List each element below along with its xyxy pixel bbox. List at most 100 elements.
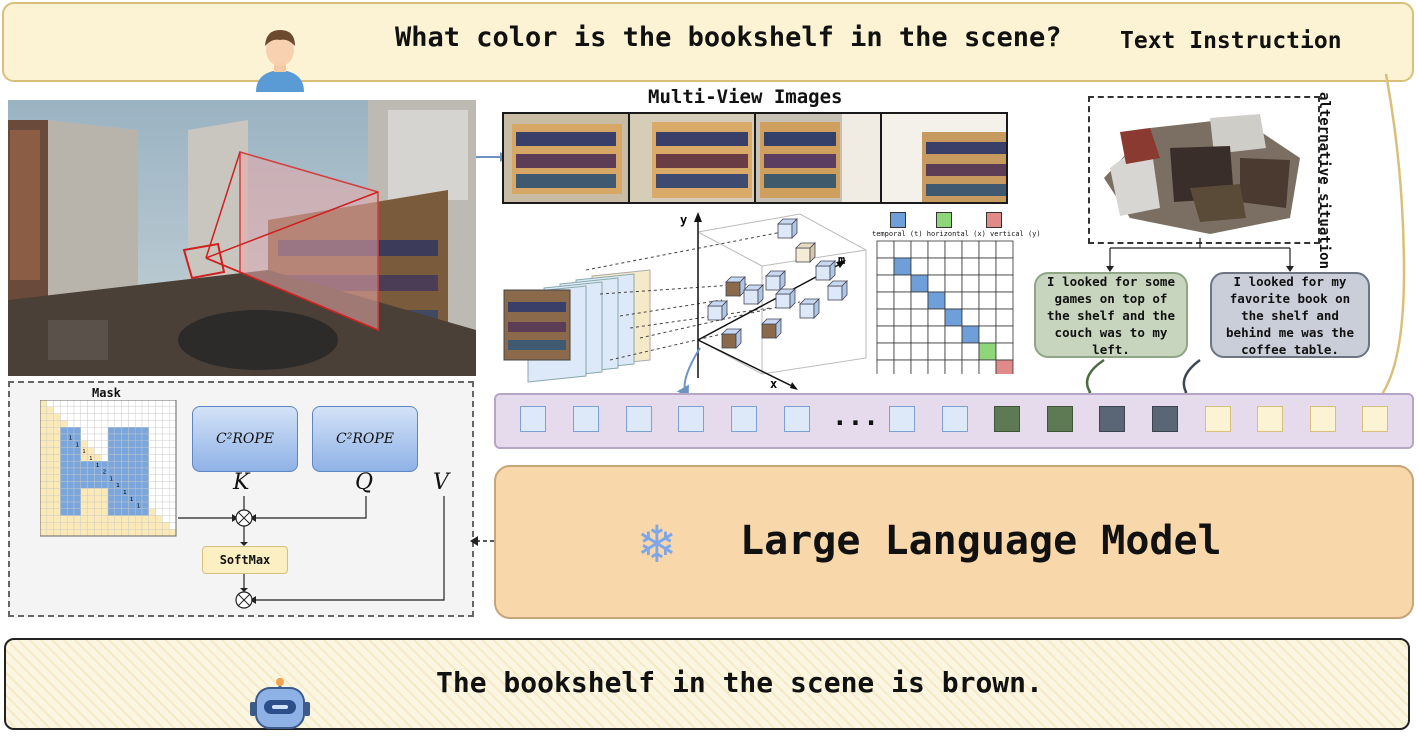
mask-cell bbox=[128, 400, 136, 408]
grid-cell bbox=[995, 291, 1014, 310]
text-token bbox=[1257, 406, 1283, 432]
mask-cell bbox=[134, 528, 143, 537]
mask-cell bbox=[134, 420, 143, 428]
mask-cell bbox=[67, 440, 75, 448]
mask-cell bbox=[141, 454, 150, 462]
mask-cell bbox=[101, 440, 109, 448]
mask-cell bbox=[101, 528, 109, 537]
mask-cell bbox=[148, 528, 156, 537]
mask-cell bbox=[128, 481, 136, 489]
mask-cell bbox=[107, 501, 116, 510]
view-1 bbox=[504, 114, 628, 202]
mask-cell bbox=[148, 481, 156, 489]
vertical-swatch bbox=[986, 212, 1002, 228]
mask-cell bbox=[162, 420, 170, 428]
mask-cell bbox=[134, 413, 143, 421]
mask-cell bbox=[128, 515, 136, 523]
mask-cell bbox=[107, 494, 116, 503]
mask-digit: 2 bbox=[103, 470, 106, 476]
mask-cell bbox=[80, 420, 88, 428]
mask-cell bbox=[121, 528, 129, 537]
mask-cell bbox=[94, 481, 102, 489]
position-id-grid bbox=[876, 240, 1014, 374]
scene-render bbox=[8, 100, 476, 376]
mask-cell bbox=[94, 413, 102, 421]
mask-cell bbox=[162, 528, 170, 537]
mask-cell bbox=[87, 522, 95, 530]
grid-cell bbox=[978, 240, 997, 259]
mask-cell bbox=[162, 427, 170, 435]
mask-cell bbox=[168, 433, 177, 442]
mask-cell bbox=[87, 515, 95, 523]
mask-cell bbox=[53, 501, 61, 510]
mask-cell bbox=[107, 461, 116, 469]
mask-cell bbox=[80, 481, 88, 489]
grid-cell bbox=[961, 257, 980, 276]
mask-digit: 1 bbox=[123, 490, 126, 496]
mask-cell bbox=[155, 522, 163, 530]
multiply-icon bbox=[235, 509, 253, 527]
mask-cell bbox=[73, 447, 82, 455]
mask-cell bbox=[121, 467, 129, 476]
mask-cell bbox=[128, 501, 136, 510]
mask-cell bbox=[114, 508, 122, 516]
grid-cell bbox=[995, 342, 1014, 361]
mask-cell bbox=[80, 454, 88, 462]
grid-cell bbox=[995, 274, 1014, 293]
mask-cell bbox=[73, 406, 82, 414]
instruction-to-token-arrow bbox=[1370, 73, 1406, 406]
mask-cell bbox=[40, 447, 48, 455]
mask-cell bbox=[155, 474, 163, 482]
grid-cell bbox=[876, 342, 895, 361]
mask-cell bbox=[107, 508, 116, 516]
mask-cell bbox=[60, 400, 68, 408]
mask-cell bbox=[162, 440, 170, 448]
mask-cell bbox=[134, 508, 143, 516]
mask-cell bbox=[40, 420, 48, 428]
mask-cell bbox=[114, 461, 122, 469]
situation-branch-lines bbox=[1106, 238, 1294, 272]
grid-cell bbox=[978, 291, 997, 310]
attention-flow bbox=[178, 496, 445, 609]
mask-cell bbox=[40, 522, 48, 530]
mask-cell bbox=[128, 528, 136, 537]
grid-cell bbox=[876, 257, 895, 276]
mask-cell bbox=[148, 522, 156, 530]
mask-cell bbox=[107, 406, 116, 414]
mask-digit: 1 bbox=[137, 504, 140, 510]
grid-cell bbox=[961, 291, 980, 310]
mask-cell bbox=[67, 461, 75, 469]
mask-cell bbox=[60, 501, 68, 510]
mask-cell bbox=[148, 400, 156, 408]
mask-cell bbox=[141, 522, 150, 530]
mask-cell bbox=[80, 433, 88, 442]
mask-cell bbox=[73, 481, 82, 489]
grid-cell bbox=[876, 359, 895, 374]
grid-cell bbox=[910, 240, 929, 259]
mask-cell bbox=[141, 467, 150, 476]
grid-cell bbox=[876, 325, 895, 344]
mask-cell bbox=[67, 488, 75, 496]
mask-cell bbox=[114, 433, 122, 442]
mask-cell bbox=[141, 508, 150, 516]
multiview-title: Multi-View Images bbox=[648, 86, 843, 108]
grid-cell bbox=[961, 274, 980, 293]
mask-cell bbox=[80, 528, 88, 537]
snowflake-icon: ❄ bbox=[640, 511, 674, 576]
visual-token bbox=[573, 406, 599, 432]
grid-cell bbox=[910, 359, 929, 374]
mask-cell bbox=[155, 467, 163, 476]
mask-cell bbox=[168, 461, 177, 469]
mask-cell bbox=[121, 494, 129, 503]
mask-cell bbox=[134, 494, 143, 503]
llm-box bbox=[494, 465, 1414, 619]
grid-cell bbox=[927, 325, 946, 344]
mask-cell bbox=[162, 406, 170, 414]
position-encoding-diagram: y x m bbox=[503, 212, 867, 392]
mask-cell bbox=[101, 508, 109, 516]
mask-digit: 1 bbox=[116, 483, 119, 489]
mask-cell bbox=[168, 501, 177, 510]
mask-cell bbox=[155, 481, 163, 489]
mask-cell bbox=[141, 528, 150, 537]
mask-cell bbox=[101, 420, 109, 428]
